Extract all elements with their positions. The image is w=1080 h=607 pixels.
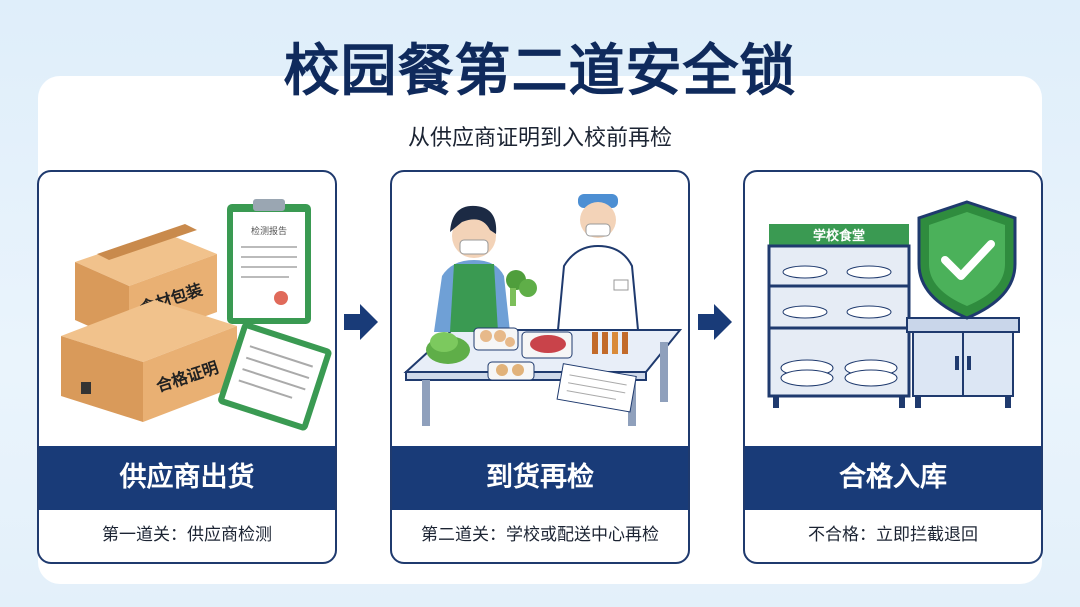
canteen-storage-illustration: 学校食堂	[767, 200, 1020, 408]
lettuce-icon	[426, 332, 470, 364]
step-note: 不合格：立即拦截退回	[808, 525, 978, 545]
meat-tray-icon	[521, 331, 573, 359]
report-sheet-icon	[556, 363, 637, 413]
document-clipboard-icon	[218, 322, 332, 431]
broccoli-icon	[506, 270, 537, 306]
arrow-right-icon	[698, 304, 732, 340]
arrow-right-icon	[344, 304, 378, 340]
test-tubes-icon	[592, 332, 628, 354]
certificate-box-icon: 合格证明	[61, 300, 237, 422]
step-heading: 合格入库	[745, 446, 1041, 510]
page-title: 校园餐第二道安全锁	[283, 39, 797, 104]
potato-tray-icon	[487, 361, 535, 381]
page-subtitle: 从供应商证明到入校前再检	[407, 126, 672, 151]
egg-tray-icon	[473, 327, 519, 351]
inspector-woman-icon	[434, 205, 510, 332]
step-heading: 供应商出货	[39, 446, 335, 510]
storage-cabinet-icon	[906, 317, 1020, 408]
step-note: 第一道关：供应商检测	[102, 525, 272, 545]
inspector-man-icon	[556, 194, 640, 331]
step-card-recheck: 到货再检 第二道关：学校或配送中心再检	[390, 170, 690, 564]
svg-text:检测报告: 检测报告	[251, 225, 287, 237]
step-note: 第二道关：学校或配送中心再检	[421, 525, 659, 545]
step-card-supplier: 检测报告 食材包装 合格证明	[37, 170, 337, 564]
step-card-storage: 学校食堂	[743, 170, 1043, 564]
supplier-shipping-illustration: 检测报告 食材包装 合格证明	[61, 199, 332, 431]
report-clipboard-icon: 检测报告	[227, 199, 311, 324]
step-heading: 到货再检	[392, 446, 688, 510]
inspection-illustration	[403, 194, 683, 426]
dish-shelf-icon: 学校食堂	[767, 224, 911, 408]
food-package-box-icon: 食材包装	[75, 224, 217, 344]
svg-text:学校食堂: 学校食堂	[813, 228, 865, 244]
shield-check-icon	[917, 200, 1017, 320]
